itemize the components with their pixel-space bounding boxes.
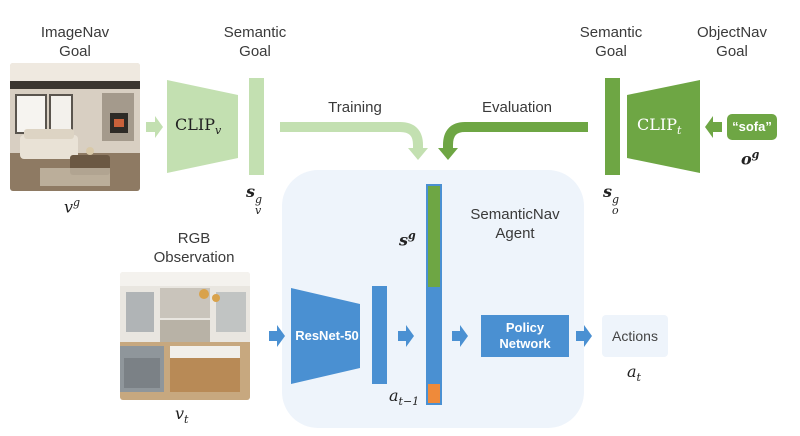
concat-vector-goal-part (427, 185, 441, 287)
kitchen-photo (120, 272, 250, 400)
semantic-goal-label-right: Semantic Goal (579, 24, 643, 60)
v-t-symbol: vt (175, 404, 189, 427)
resnet-encoder (291, 288, 360, 384)
resnet-50-label: ResNet-50 (295, 328, 359, 343)
semantic-goal-label-left: Semantic Goal (223, 24, 287, 60)
clip-t-encoder (627, 80, 700, 173)
sofa-text-goal: “sofa” (727, 114, 777, 140)
a-t-symbol: at (627, 362, 641, 385)
s-g-symbol: sg (399, 229, 416, 250)
living-room-photo (10, 63, 140, 191)
rgb-observation-label: RGB Observation (153, 230, 235, 266)
evaluation-label: Evaluation (481, 99, 553, 116)
training-arrow (280, 122, 423, 150)
imagenav-goal-image (10, 63, 140, 191)
objectnav-goal-label: ObjectNav Goal (696, 24, 768, 60)
concat-vector-visual-part (427, 287, 441, 384)
visual-feature-bar (372, 286, 387, 384)
concat-vector-action-part (427, 384, 441, 404)
arrow-policy-to-actions (576, 325, 592, 347)
a-t-minus-1-symbol: at−1 (389, 386, 420, 409)
clip-v-encoder (167, 80, 238, 173)
arrow-feature-to-concat (398, 325, 414, 347)
imagenav-goal-label: ImageNav Goal (40, 24, 110, 60)
actions-box: Actions (602, 315, 668, 357)
evaluation-arrow (443, 122, 588, 150)
v-g-symbol: vg (64, 196, 81, 217)
semantic-embedding-o-bar (605, 78, 620, 175)
policy-network-box: Policy Network (481, 315, 569, 357)
clip-t-label: CLIPt (637, 115, 682, 138)
arrow-concat-to-policy (452, 325, 468, 347)
semantic-embedding-v-bar (249, 78, 264, 175)
clip-v-label: CLIPv (175, 115, 222, 138)
arrow-rgb-to-resnet (269, 325, 285, 347)
arrow-sofa-to-clip (705, 116, 722, 138)
evaluation-arrow-head (438, 148, 458, 160)
rgb-observation-image (120, 272, 250, 400)
o-g-symbol: og (741, 148, 760, 169)
training-label: Training (328, 99, 382, 116)
concat-vector-outline (426, 184, 442, 405)
semanticnav-agent-label: SemanticNav Agent (470, 206, 560, 242)
training-arrow-head (408, 148, 428, 160)
arrow-imagenav-to-clip (146, 116, 163, 138)
